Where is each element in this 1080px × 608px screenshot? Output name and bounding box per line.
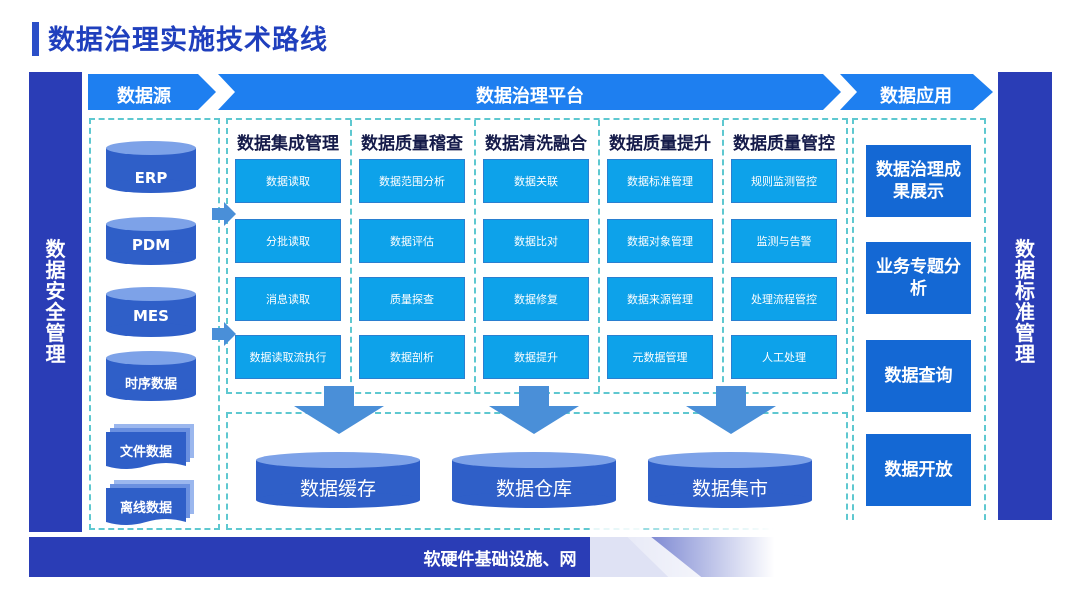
column-divider bbox=[598, 120, 600, 392]
function-cell: 元数据管理 bbox=[607, 335, 713, 379]
column-title: 数据质量管控 bbox=[733, 134, 835, 154]
offline-document-icon bbox=[106, 480, 194, 525]
storage-cylinders bbox=[256, 452, 812, 508]
erp-database-icon bbox=[106, 141, 196, 193]
column-title: 数据集成管理 bbox=[237, 134, 339, 154]
down-arrows bbox=[294, 386, 776, 434]
column-title: 数据质量提升 bbox=[609, 134, 711, 154]
function-cell: 监测与告警 bbox=[731, 219, 837, 263]
function-cell: 数据关联 bbox=[483, 159, 589, 203]
down-arrow-icon bbox=[294, 386, 384, 434]
bottom-bar-label: 软硬件基础设施、网 bbox=[423, 550, 577, 570]
source-region bbox=[89, 118, 220, 530]
function-cell: 数据剖析 bbox=[359, 335, 465, 379]
source-label: 时序数据 bbox=[124, 377, 177, 392]
column-title: 数据清洗融合 bbox=[485, 134, 587, 154]
right-side-label: 数据标准管理 bbox=[1015, 237, 1035, 366]
title-accent-bar bbox=[32, 22, 39, 56]
function-cell: 人工处理 bbox=[731, 335, 837, 379]
page-title: 数据治理实施技术路线 bbox=[48, 25, 328, 56]
source-label: MES bbox=[133, 307, 169, 325]
function-cell: 数据读取 bbox=[235, 159, 341, 203]
store-label: 数据集市 bbox=[691, 478, 768, 500]
column-divider bbox=[474, 120, 476, 392]
app-header-label: 数据应用 bbox=[880, 86, 952, 107]
column-divider bbox=[350, 120, 352, 392]
platform-header-arrow bbox=[218, 74, 841, 110]
function-cell: 数据来源管理 bbox=[607, 277, 713, 321]
function-cell: 数据提升 bbox=[483, 335, 589, 379]
timeseries-database-icon bbox=[106, 351, 196, 401]
mes-database-icon bbox=[106, 287, 196, 337]
left-side-label: 数据安全管理 bbox=[45, 237, 66, 366]
function-cell: 数据标准管理 bbox=[607, 159, 713, 203]
store-label: 数据仓库 bbox=[495, 478, 572, 500]
file-document-icon bbox=[106, 424, 194, 469]
function-cell: 数据评估 bbox=[359, 219, 465, 263]
app-box: 数据治理成果展示 bbox=[866, 145, 971, 217]
left-side-bar: 数据安全管理 bbox=[29, 72, 82, 532]
source-label: 离线数据 bbox=[119, 501, 172, 516]
function-cell: 规则监测管控 bbox=[731, 159, 837, 203]
function-cell: 数据比对 bbox=[483, 219, 589, 263]
down-arrow-icon bbox=[686, 386, 776, 434]
right-side-bar: 数据标准管理 bbox=[998, 72, 1052, 532]
source-label: 文件数据 bbox=[119, 445, 172, 460]
warehouse-cylinder-icon bbox=[452, 452, 616, 508]
function-cell: 质量探查 bbox=[359, 277, 465, 321]
column-title: 数据质量稽查 bbox=[361, 134, 463, 154]
cache-cylinder-icon bbox=[256, 452, 420, 508]
function-cell: 消息读取 bbox=[235, 277, 341, 321]
app-box: 数据查询 bbox=[866, 340, 971, 412]
function-cell: 分批读取 bbox=[235, 219, 341, 263]
function-cell: 数据范围分析 bbox=[359, 159, 465, 203]
source-to-platform-arrows bbox=[212, 202, 236, 346]
mart-cylinder-icon bbox=[648, 452, 812, 508]
light-overlay-shape bbox=[590, 520, 1080, 608]
pdm-database-icon bbox=[106, 217, 196, 265]
column-divider bbox=[722, 120, 724, 392]
app-header-arrow bbox=[840, 74, 993, 110]
function-cell: 数据修复 bbox=[483, 277, 589, 321]
down-arrow-icon bbox=[489, 386, 579, 434]
source-label: PDM bbox=[131, 236, 171, 254]
source-header-label: 数据源 bbox=[117, 86, 171, 107]
store-label: 数据缓存 bbox=[299, 478, 376, 500]
right-arrow-icon bbox=[212, 202, 236, 226]
source-label: ERP bbox=[134, 169, 168, 187]
app-box: 业务专题分析 bbox=[866, 242, 971, 314]
function-cell: 数据读取流执行 bbox=[235, 335, 341, 379]
right-arrow-icon bbox=[212, 322, 236, 346]
function-cell: 数据对象管理 bbox=[607, 219, 713, 263]
function-cell: 处理流程管控 bbox=[731, 277, 837, 321]
source-header-arrow bbox=[88, 74, 216, 110]
platform-header-label: 数据治理平台 bbox=[476, 86, 584, 107]
source-shapes bbox=[106, 141, 196, 525]
app-box: 数据开放 bbox=[866, 434, 971, 506]
header-arrows bbox=[88, 74, 993, 110]
